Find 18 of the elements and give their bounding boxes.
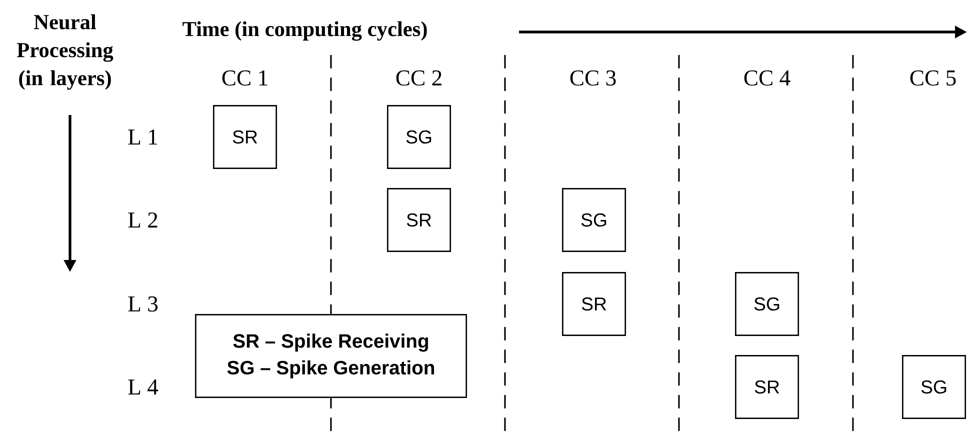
process-box: SG (562, 188, 626, 252)
column-label: CC 3 (570, 70, 616, 86)
legend-box: SR – Spike Receiving SG – Spike Generation (195, 314, 467, 398)
process-box: SR (562, 272, 626, 336)
process-box: SR (387, 188, 451, 252)
row-label: L 2 (128, 212, 158, 228)
axis-title: Neural Processing (in layers) (16, 14, 114, 90)
axis-title: Time (in computing cycles) (182, 21, 427, 41)
column-label: CC 4 (744, 70, 790, 86)
process-box: SR (213, 105, 277, 169)
process-box: SR (735, 355, 799, 419)
row-label: L 3 (128, 296, 158, 312)
row-label: L 1 (128, 130, 158, 144)
process-box: SG (902, 355, 966, 419)
row-label: L 4 (128, 380, 158, 394)
column-label: CC 5 (910, 70, 956, 86)
process-box: SG (387, 105, 451, 169)
process-box: SG (735, 272, 799, 336)
